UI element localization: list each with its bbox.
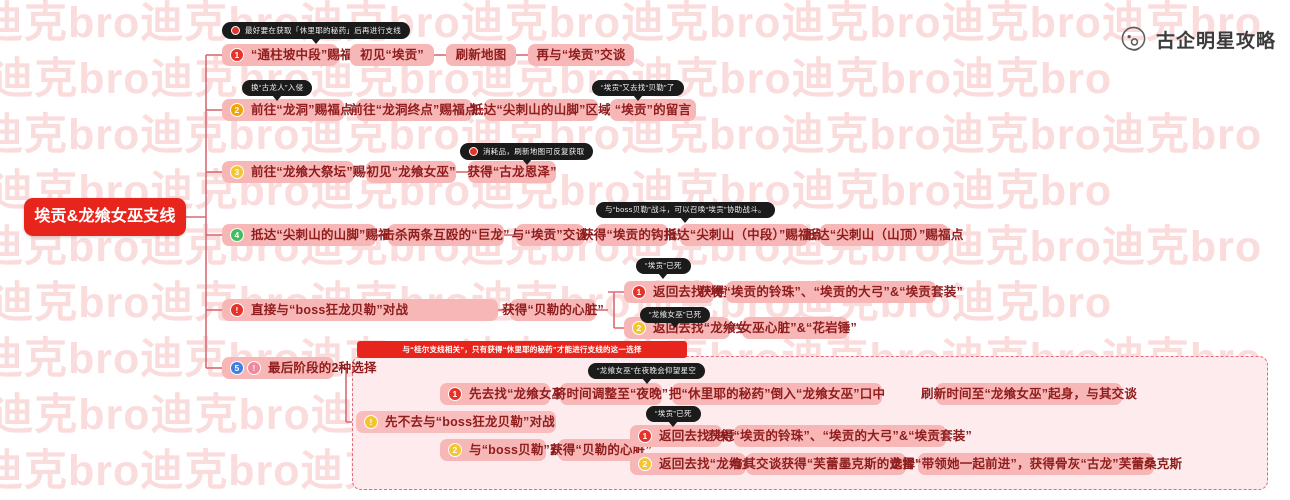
option-a-reward[interactable]: 获得“贝勒的心脏”	[502, 299, 604, 321]
step-badge: !	[247, 361, 261, 375]
option-a-sub-1-result[interactable]: 获得“埃贡的铃珠”、“埃贡的大弓”&“埃贡套装”	[699, 281, 963, 303]
tooltip-tail	[311, 38, 321, 44]
branch-4-step-1[interactable]: 4 抵达“尖刺山的山脚”赐福点	[222, 224, 403, 246]
step-badge: 4	[230, 228, 244, 242]
tooltip-tail	[668, 420, 679, 427]
option-b-row2-reward[interactable]: 获得“贝勒的心脏”	[550, 439, 652, 461]
branch-3-step-3[interactable]: 获得“古龙恩泽”	[467, 161, 556, 183]
option-b-row1-step-3[interactable]: 把“休里耶的秘药”倒入“龙飨女巫”口中	[669, 383, 885, 405]
tooltip-text: 消耗品，刷新地图可反复获取	[483, 146, 585, 156]
step-badge: 3	[230, 165, 244, 179]
option-b-row1-step-2[interactable]: 将时间调整至“夜晚”	[554, 383, 668, 405]
root-node[interactable]: 埃贡&龙飨女巫支线	[24, 198, 186, 236]
node-label: 返回去找“龙飨女巫”	[653, 320, 768, 335]
tooltip-tail	[641, 377, 652, 384]
option-a-sub-2-result[interactable]: “女巫心脏”&“花岩锤”	[733, 317, 857, 339]
tooltip-text: “龙飨女巫”在夜晚会仰望星空	[597, 366, 697, 375]
step-badge: 5	[230, 361, 244, 375]
option-b-sub-1[interactable]: 1 返回去找“埃贡”	[630, 425, 748, 447]
tooltip-option-b-sub-1: “埃贡”已死	[646, 406, 701, 427]
tooltip-branch-4: 与“boss贝勒”战斗，可以召唤“埃贡”协助战斗。	[596, 202, 775, 223]
node-label: 前往“龙飨大祭坛”赐福点	[251, 164, 391, 179]
step-badge: 2	[632, 321, 646, 335]
tooltip-tail	[521, 159, 532, 165]
branch-3-step-2[interactable]: 初见“龙飨女巫”	[366, 161, 456, 183]
option-b-row2-node[interactable]: 2 与“boss贝勒”对战	[440, 439, 575, 461]
branch-4-step-4[interactable]: 获得“埃贡的钩指”	[581, 224, 683, 246]
tooltip-tail	[680, 216, 691, 223]
tooltip-text: “埃贡”又去找“贝勒”了	[601, 83, 675, 92]
node-label: “通柱坡中段”赐福点	[251, 47, 366, 62]
alert-dot-icon	[469, 147, 478, 156]
branch-1-step-1[interactable]: 1 “通柱坡中段”赐福点	[222, 44, 365, 66]
node-label: 与“boss贝勒”对战	[469, 442, 576, 457]
tooltip-text: 与“boss贝勒”战斗，可以召唤“埃贡”协助战斗。	[605, 205, 766, 214]
step-badge: 2	[448, 443, 462, 457]
node-label: 返回去找“埃贡”	[653, 284, 743, 299]
branch-4-step-2[interactable]: 击杀两条互殴的“巨龙”	[382, 224, 509, 246]
tooltip-option-a-sub-2: “龙飨女巫”已死	[640, 307, 711, 328]
branch-1-step-4[interactable]: 再与“埃贡”交谈	[528, 44, 634, 66]
tooltip-text: “埃贡”已死	[645, 261, 682, 270]
tooltip-tail	[632, 94, 643, 101]
tooltip-text: “埃贡”已死	[655, 409, 692, 418]
node-label: 返回去找“埃贡”	[659, 428, 749, 443]
branch-4-step-6[interactable]: 抵达“尖刺山（山顶）”赐福点	[804, 224, 963, 246]
final-stage-node[interactable]: 5 ! 最后阶段的2种选择	[222, 357, 377, 379]
step-badge: 2	[230, 103, 244, 117]
tooltip-option-a-sub-1: “埃贡”已死	[636, 258, 691, 279]
node-label: 直接与“boss狂龙贝勒”对战	[251, 302, 409, 317]
option-b-sub-2-result[interactable]: 与其交谈获得“芙蕾墨克斯的龙雷”	[731, 453, 921, 475]
option-b-warning: 与“桂尔支线相关”，只有获得“休里耶的秘药”才能进行支线的这一选择	[357, 341, 687, 358]
node-label: 抵达“尖刺山的山脚”赐福点	[251, 227, 404, 242]
option-b-sub-1-result[interactable]: 获得“埃贡的铃珠”、“埃贡的大弓”&“埃贡套装”	[708, 425, 972, 447]
step-badge: !	[364, 415, 378, 429]
branch-2-step-4[interactable]: “埃贡”的留言	[610, 99, 696, 121]
branch-4-step-5[interactable]: 抵达“尖刺山（中段）”赐福点	[664, 224, 823, 246]
alert-dot-icon	[231, 26, 240, 35]
option-b-sub-2-final[interactable]: 选择“带领她一起前进”，获得骨灰“古龙”芙蕾桑克斯	[890, 453, 1182, 475]
branch-3-step-1[interactable]: 3 前往“龙飨大祭坛”赐福点	[222, 161, 391, 183]
node-label: 先不去与“boss狂龙贝勒”对战	[385, 414, 555, 429]
step-badge: !	[230, 303, 244, 317]
chat-bubble-person-icon	[1120, 26, 1147, 53]
tooltip-branch-2-left: 换“古龙人”入侵	[242, 80, 313, 101]
node-label: 最后阶段的2种选择	[268, 360, 377, 375]
node-label: 前往“龙洞”赐福点	[251, 102, 353, 117]
tooltip-branch-1: 最好要在获取「休里耶的秘药」后再进行支线	[222, 22, 410, 44]
tooltip-tail	[670, 321, 681, 328]
option-b-row1-step-1[interactable]: 1 先去找“龙飨女巫”	[440, 383, 571, 405]
tooltip-tail	[658, 272, 669, 279]
option-b-node[interactable]: ! 先不去与“boss狂龙贝勒”对战	[356, 411, 556, 433]
tooltip-branch-3: 消耗品，刷新地图可反复获取	[460, 143, 594, 165]
step-badge: 1	[638, 429, 652, 443]
option-b-row1-step-4[interactable]: 刷新时间至“龙飨女巫”起身，与其交谈	[921, 383, 1137, 405]
branch-1-step-3[interactable]: 刷新地图	[446, 44, 516, 66]
option-a-sub-2[interactable]: 2 返回去找“龙飨女巫”	[624, 317, 767, 339]
branch-4-step-3[interactable]: 与“埃贡”交谈	[512, 224, 588, 246]
tooltip-branch-2-right: “埃贡”又去找“贝勒”了	[592, 80, 684, 101]
tooltip-option-b-row1: “龙飨女巫”在夜晚会仰望星空	[588, 363, 706, 384]
tooltip-text: 最好要在获取「休里耶的秘药」后再进行支线	[245, 25, 401, 35]
tooltip-text: 换“古龙人”入侵	[251, 83, 304, 92]
branch-2-step-2[interactable]: 前往“龙洞终点”赐福点	[350, 99, 477, 121]
step-badge: 1	[632, 285, 646, 299]
branch-2-step-1[interactable]: 2 前往“龙洞”赐福点	[222, 99, 353, 121]
option-a-sub-1[interactable]: 1 返回去找“埃贡”	[624, 281, 742, 303]
option-a-node[interactable]: ! 直接与“boss狂龙贝勒”对战	[222, 299, 498, 321]
tooltip-tail	[272, 94, 283, 101]
option-b-sub-2[interactable]: 2 返回去找“龙飨女巫”	[630, 453, 773, 475]
step-badge: 1	[230, 48, 244, 62]
node-label: 先去找“龙飨女巫”	[469, 386, 571, 401]
branch-2-step-3[interactable]: 抵达“尖刺山的山脚”区域	[471, 99, 611, 121]
brand-name: 古企明星攻略	[1155, 31, 1276, 52]
brand-logo: 古企明星攻略	[1120, 26, 1276, 53]
step-badge: 2	[638, 457, 652, 471]
step-badge: 1	[448, 387, 462, 401]
node-label: 返回去找“龙飨女巫”	[659, 456, 774, 471]
branch-1-step-2[interactable]: 初见“埃贡”	[350, 44, 434, 66]
tooltip-text: “龙飨女巫”已死	[649, 310, 702, 319]
